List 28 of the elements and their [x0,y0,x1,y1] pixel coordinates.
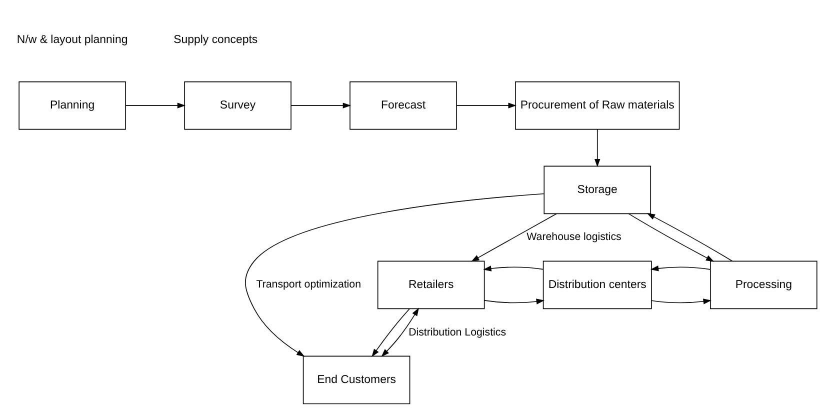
label: N/w & layout planning [16,34,128,46]
node-box: Storage [544,165,652,214]
label: Supply concepts [174,34,258,46]
node-box: Procurement of Raw materials [515,80,680,130]
arrow [646,212,733,261]
node-box: Processing [710,260,818,309]
node-box: Planning [18,80,126,130]
edge-label: Distribution Logistics [408,326,506,338]
arrow [290,102,352,108]
arrow [651,298,712,304]
arrow [483,265,544,271]
arrow [381,307,419,356]
node-box: Survey [184,80,292,130]
node-box: End Customers [302,355,410,404]
arrow [628,212,714,262]
edge-label: Transport optimization [256,278,361,290]
node-box: Retailers [377,260,485,309]
arrow [456,102,516,108]
arrow [594,128,600,167]
arrow [650,265,711,271]
arrow [471,212,557,262]
arrow [125,102,186,108]
arrow [484,298,545,304]
node-box: Distribution centers [542,260,652,309]
node-box: Forecast [350,80,457,130]
arrow [372,308,410,357]
edge-label: Warehouse logistics [526,230,622,243]
arrow [245,192,544,356]
